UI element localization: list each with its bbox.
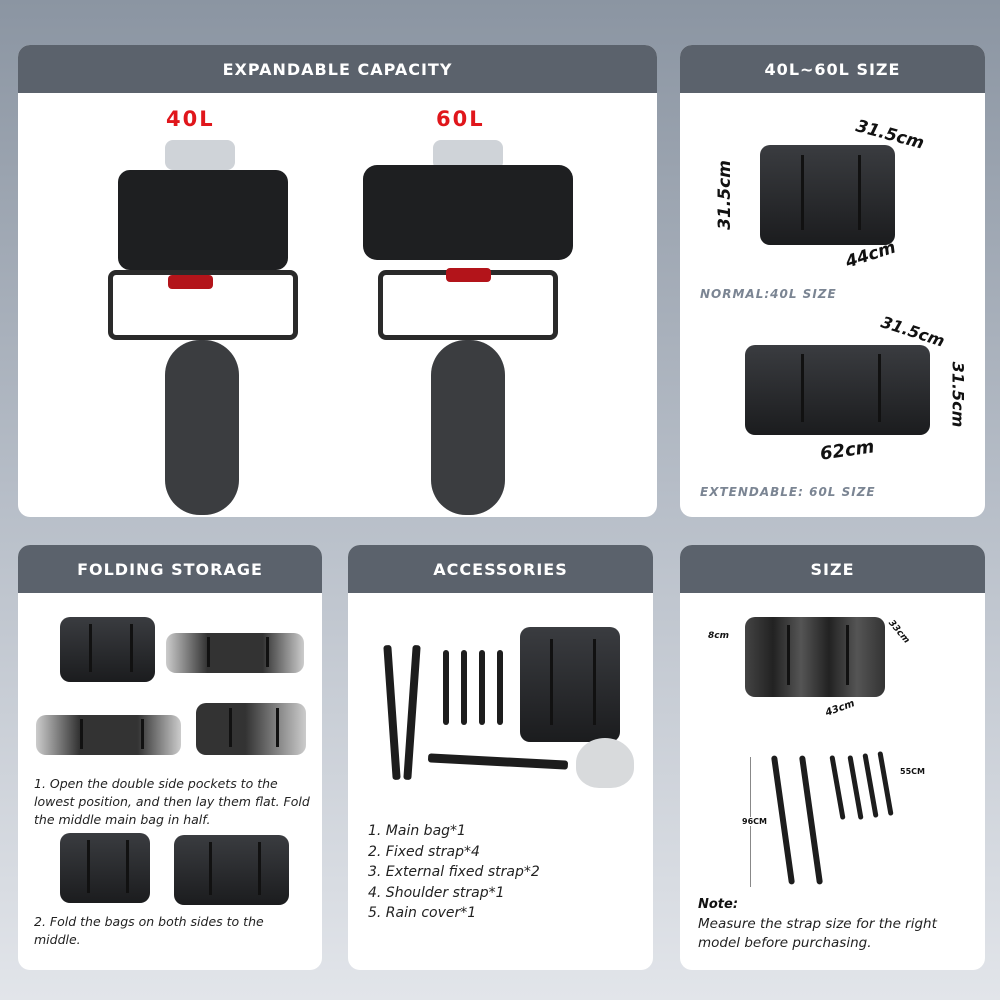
extended-size-caption: EXTENDABLE: 60L SIZE xyxy=(700,485,876,499)
bag-60l-image xyxy=(745,345,930,435)
folding-storage-panel: FOLDING STORAGE 1. Open the double side … xyxy=(18,545,322,970)
fold-photo-6 xyxy=(174,835,289,905)
dim-ext-height: 31.5cm xyxy=(948,361,968,428)
short-strap-image xyxy=(862,753,879,818)
fold-step-1: 1. Open the double side pockets to the l… xyxy=(34,776,310,827)
short-strap-image xyxy=(877,751,894,816)
bag-40l-image xyxy=(760,145,895,245)
long-strap-image xyxy=(798,755,824,885)
fixed-strap-image xyxy=(461,650,467,725)
fixed-strap-image xyxy=(479,650,485,725)
accessory-item: 5. Rain cover*1 xyxy=(368,905,477,921)
note-text: Measure the strap size for the right mod… xyxy=(698,916,937,951)
folded-bag-image xyxy=(745,617,885,697)
dim-short-strap: 55CM xyxy=(900,767,925,776)
normal-size-caption: NORMAL:40L SIZE xyxy=(700,287,837,301)
size-panel: SIZE 8cm 33cm 43cm 96CM 55CM Note: Measu… xyxy=(680,545,985,970)
fold-photo-1 xyxy=(60,617,155,682)
panel-header: SIZE xyxy=(680,545,985,593)
accessory-item: 2. Fixed strap*4 xyxy=(368,843,480,860)
fixed-strap-image xyxy=(443,650,449,725)
dim-fold-height: 8cm xyxy=(708,631,729,641)
rain-cover-image xyxy=(576,738,634,788)
panel-header: FOLDING STORAGE xyxy=(18,545,322,593)
external-strap-image xyxy=(383,644,401,781)
accessory-item: 1. Main bag*1 xyxy=(368,823,466,839)
fold-photo-5 xyxy=(60,833,150,903)
panel-header: ACCESSORIES xyxy=(348,545,653,593)
panel-header: 40L~60L SIZE xyxy=(680,45,985,93)
fold-photo-3 xyxy=(36,715,181,755)
motorcycle-40l-image xyxy=(103,140,303,515)
size-compare-panel: 40L~60L SIZE 31.5cm 31.5cm 44cm NORMAL:4… xyxy=(680,45,985,517)
accessory-item: 4. Shoulder strap*1 xyxy=(368,884,505,901)
shoulder-strap-image xyxy=(427,753,569,770)
expandable-capacity-panel: EXPANDABLE CAPACITY 40L 60L xyxy=(18,45,657,517)
external-strap-image xyxy=(403,644,421,781)
accessory-item: 3. External fixed strap*2 xyxy=(368,864,540,880)
fold-photo-2 xyxy=(166,633,304,673)
motorcycle-60l-image xyxy=(358,140,578,515)
long-strap-image xyxy=(770,755,796,885)
accessories-list: 1. Main bag*1 2. Fixed strap*4 3. Extern… xyxy=(368,821,540,924)
fixed-strap-image xyxy=(497,650,503,725)
capacity-40l-label: 40L xyxy=(166,107,215,131)
fold-photo-4 xyxy=(196,703,306,755)
main-bag-folded-image xyxy=(520,627,620,742)
dim-ext-width: 62cm xyxy=(818,436,876,465)
dim-normal-height: 31.5cm xyxy=(714,160,735,230)
short-strap-image xyxy=(847,755,864,820)
accessories-panel: ACCESSORIES 1. Main bag*1 2. Fixed strap… xyxy=(348,545,653,970)
dim-long-strap: 96CM xyxy=(742,817,767,826)
capacity-60l-label: 60L xyxy=(436,107,485,131)
note-title: Note: xyxy=(698,897,739,912)
panel-header: EXPANDABLE CAPACITY xyxy=(18,45,657,93)
dim-fold-depth: 33cm xyxy=(886,618,912,646)
short-strap-image xyxy=(829,755,846,820)
dim-fold-width: 43cm xyxy=(824,698,857,719)
fold-step-2: 2. Fold the bags on both sides to the mi… xyxy=(34,914,264,947)
